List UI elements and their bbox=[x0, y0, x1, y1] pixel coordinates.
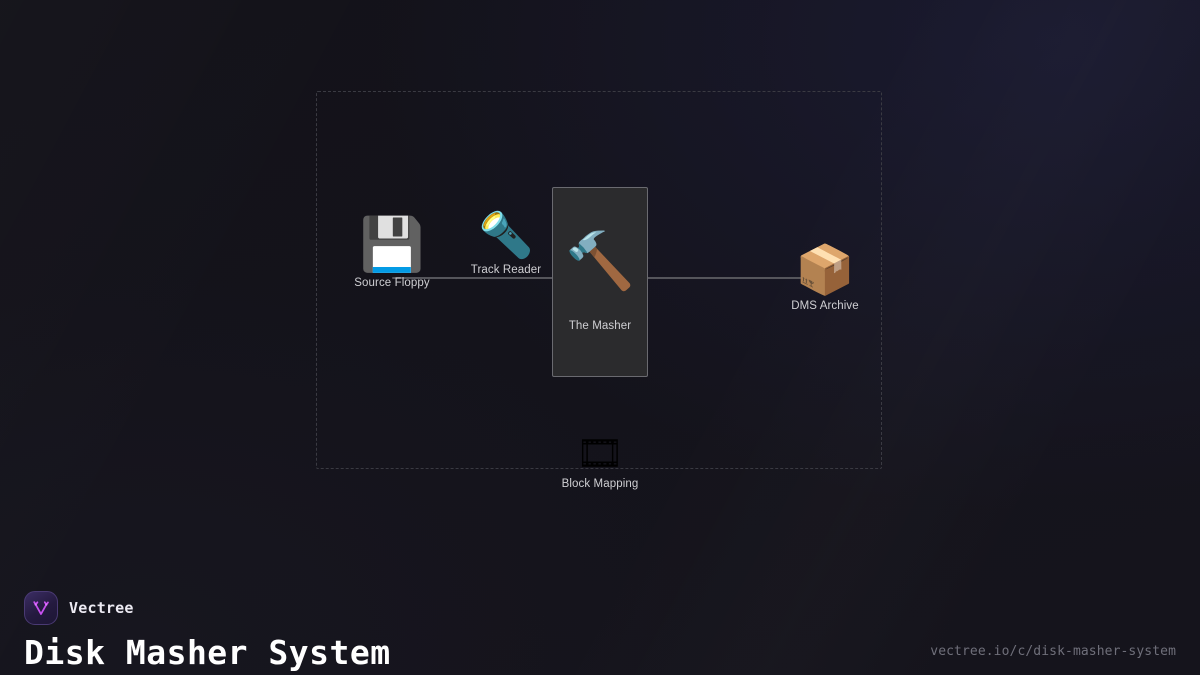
diagram-node-label: Source Floppy bbox=[354, 277, 430, 289]
edge-masher-to-archive bbox=[600, 277, 826, 279]
diagram-node-block-mapping[interactable]: 🎞 Block Mapping bbox=[541, 434, 659, 490]
package-box-icon: 📦 bbox=[795, 242, 855, 298]
diagram-node-label: DMS Archive bbox=[791, 300, 859, 312]
film-frames-icon: 🎞 bbox=[575, 431, 625, 475]
diagram-node-source-floppy[interactable]: 💾 Source Floppy bbox=[333, 219, 451, 289]
page-title: Disk Masher System bbox=[24, 633, 391, 672]
diagram-node-the-masher[interactable]: 🔨 The Masher bbox=[552, 187, 648, 377]
diagram-node-label: The Masher bbox=[568, 320, 632, 332]
floppy-disk-icon: 💾 bbox=[359, 215, 425, 275]
hammer-icon: 🔨 bbox=[565, 229, 635, 294]
diagram-node-track-reader[interactable]: 🔦 Track Reader bbox=[447, 210, 565, 277]
diagram-canvas[interactable]: 💾 Source Floppy 🔦 Track Reader 🔨 The Mas… bbox=[0, 0, 1200, 545]
page-url: vectree.io/c/disk-masher-system bbox=[930, 644, 1176, 659]
page-footer: Vectree Disk Masher System vectree.io/c/… bbox=[0, 545, 1200, 675]
diagram-node-dms-archive[interactable]: 📦 DMS Archive bbox=[766, 246, 884, 312]
vectree-v-logo-icon bbox=[24, 591, 58, 625]
flashlight-icon: 🔦 bbox=[478, 210, 534, 261]
diagram-group-boundary bbox=[316, 91, 882, 469]
brand[interactable]: Vectree bbox=[24, 591, 134, 625]
edge-floppy-to-masher bbox=[392, 277, 600, 279]
diagram-node-label: Track Reader bbox=[470, 264, 542, 276]
brand-name: Vectree bbox=[69, 599, 134, 617]
diagram-node-label: Block Mapping bbox=[561, 478, 639, 490]
